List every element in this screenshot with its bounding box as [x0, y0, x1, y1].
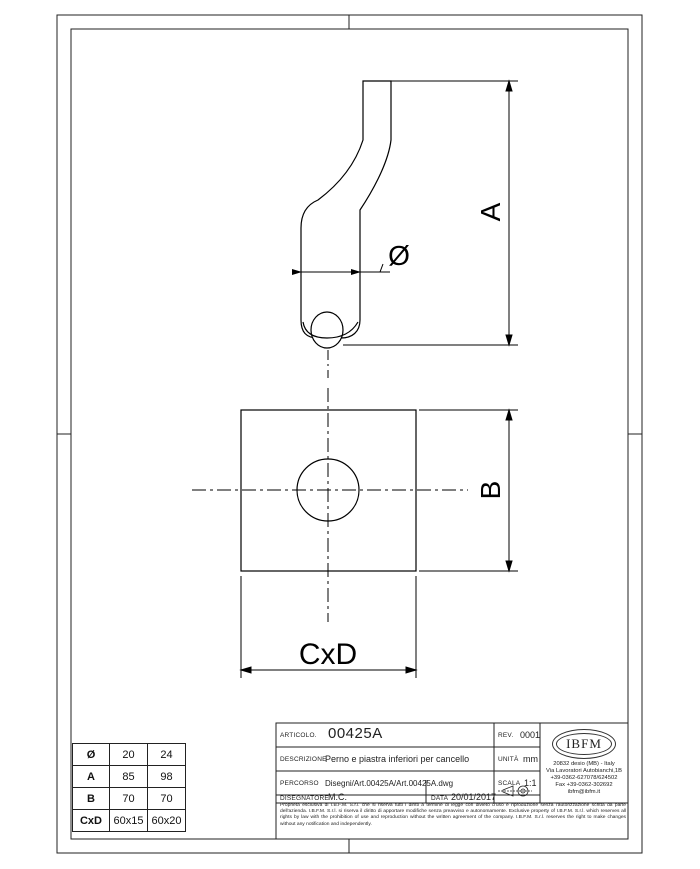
- table-cell: 60x20: [147, 809, 186, 832]
- address-line: Fax +39-0362-302692: [555, 782, 613, 788]
- table-row: A 85 98: [72, 765, 186, 788]
- company-address: 20832 desio (MB) - Italy Via Lavoratori …: [540, 761, 628, 796]
- table-row: CxD 60x15 60x20: [72, 809, 186, 832]
- table-cell: 98: [147, 765, 186, 788]
- table-cell: 60x15: [109, 809, 148, 832]
- cxd-dimension: [239, 576, 418, 678]
- scala-value: 1:1: [524, 778, 537, 788]
- b-label: B: [475, 481, 506, 500]
- a-label: A: [475, 202, 506, 221]
- plate-centerlines: [192, 388, 468, 622]
- row-label: Ø: [72, 743, 110, 766]
- company-logo-area: IBFM 20832 desio (MB) - Italy Via Lavora…: [540, 723, 628, 819]
- percorso-value: Disegni/Art.00425A/Art.00425A.dwg: [325, 778, 454, 788]
- address-line: Via Lavoratori Autobianchi,1B: [546, 768, 622, 774]
- diameter-dimension: [292, 263, 390, 275]
- dimension-table: Ø 20 24 A 85 98 B 70 70 CxD 60x15 60x20: [72, 743, 186, 832]
- scala-label: SCALA: [498, 779, 521, 787]
- descrizione-value: Perno e piastra inferiori per cancello: [325, 754, 470, 764]
- table-cell: 24: [147, 743, 186, 766]
- b-dimension: [419, 408, 518, 573]
- table-cell: 20: [109, 743, 148, 766]
- pin-part: [300, 80, 392, 349]
- row-label: B: [72, 787, 110, 810]
- rev-value: 0001: [520, 730, 541, 740]
- frame-center-marks: [57, 15, 642, 853]
- diameter-label: Ø: [388, 240, 410, 271]
- articolo-value: 00425A: [328, 724, 383, 742]
- data-value: 20/01/2017: [451, 792, 497, 802]
- company-logo: IBFM: [552, 729, 616, 759]
- percorso-label: PERCORSO: [280, 779, 319, 787]
- table-cell: 70: [109, 787, 148, 810]
- address-line: ibfm@ibfm.it: [567, 789, 601, 795]
- unita-label: UNITÀ: [498, 755, 519, 763]
- inner-frame: [70, 28, 629, 840]
- title-block-lines: [275, 722, 629, 840]
- table-row: B 70 70: [72, 787, 186, 810]
- rev-label: REV.: [498, 731, 514, 739]
- articolo-label: ARTICOLO.: [280, 731, 317, 739]
- table-cell: 85: [109, 765, 148, 788]
- logo-text: IBFM: [566, 736, 602, 751]
- table-row: Ø 20 24: [72, 743, 186, 766]
- projection-symbol-icon: [498, 785, 532, 797]
- descrizione-label: DESCRIZIONE: [280, 755, 327, 763]
- cxd-label: CxD: [299, 638, 357, 671]
- unita-value: mm: [523, 754, 538, 764]
- disegnatore-label: DISEGNATORE: [280, 794, 329, 802]
- row-label: CxD: [72, 809, 110, 832]
- address-line: 20832 desio (MB) - Italy: [553, 761, 615, 767]
- disegnatore-value: M.C.: [328, 792, 347, 802]
- data-label: DATA: [431, 794, 449, 802]
- title-block: ARTICOLO. 00425A REV. 0001 DESCRIZIONE P…: [276, 723, 628, 840]
- a-dimension: [343, 79, 518, 347]
- table-cell: 70: [147, 787, 186, 810]
- row-label: A: [72, 765, 110, 788]
- address-line: +39-0362-627078/624502: [550, 775, 618, 781]
- legal-notice: Proprietà esclusiva di I.B.F.M. S.r.l. c…: [280, 803, 626, 827]
